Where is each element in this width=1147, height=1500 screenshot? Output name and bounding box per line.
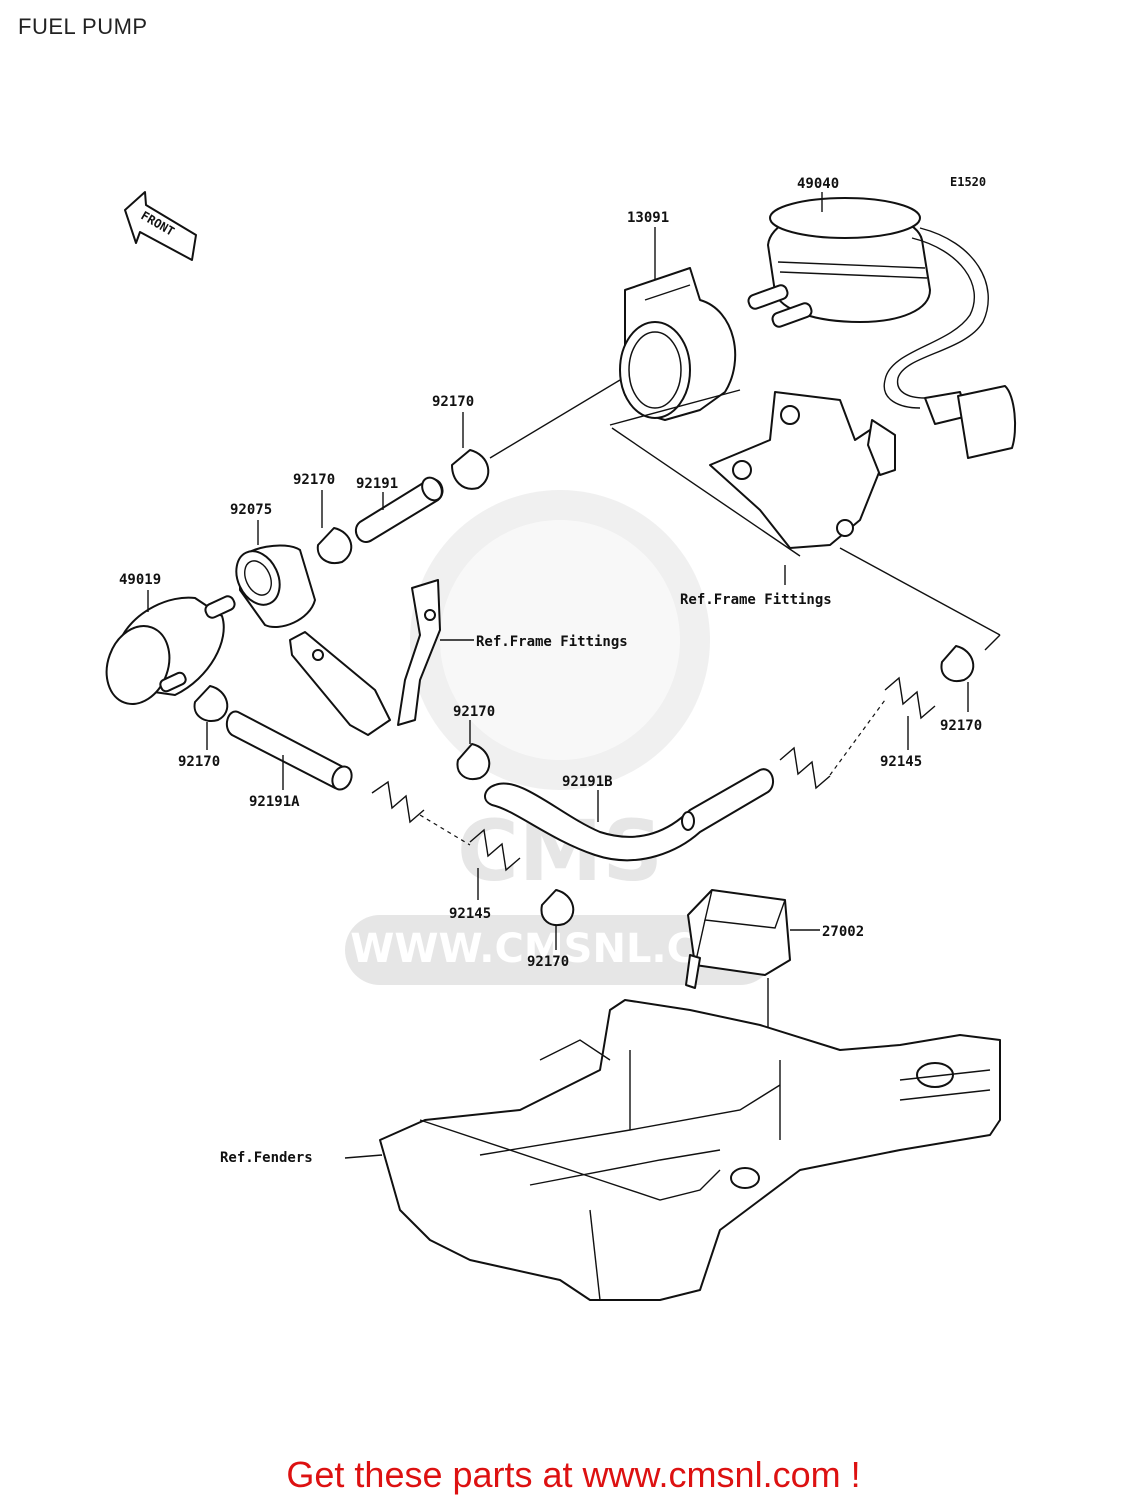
damper-92075[interactable] bbox=[228, 544, 316, 628]
part-label-92191[interactable]: 92191 bbox=[356, 476, 398, 492]
pump-bracket bbox=[709, 391, 896, 549]
footer-shop-link[interactable]: Get these parts at www.cmsnl.com ! bbox=[286, 1454, 861, 1495]
clamp-92170-right[interactable] bbox=[940, 645, 975, 682]
diagram-code: E1520 bbox=[950, 175, 986, 189]
part-label-49040[interactable]: 49040 bbox=[797, 176, 839, 192]
part-label-92145-b[interactable]: 92145 bbox=[880, 754, 922, 770]
part-label-27002[interactable]: 27002 bbox=[822, 924, 864, 940]
part-label-49019[interactable]: 49019 bbox=[119, 572, 161, 588]
part-label-13091[interactable]: 13091 bbox=[627, 210, 669, 226]
hose-92191a[interactable] bbox=[225, 710, 355, 792]
clamp-92170-second[interactable] bbox=[316, 527, 353, 564]
clamp-92170-left[interactable] bbox=[193, 685, 229, 722]
hose-92191b[interactable] bbox=[484, 768, 775, 862]
clamp-92170-bottom[interactable] bbox=[540, 889, 575, 926]
clamp-92170-mid[interactable] bbox=[456, 743, 491, 780]
part-label-92170-e[interactable]: 92170 bbox=[527, 954, 569, 970]
hose-92191[interactable] bbox=[354, 474, 446, 543]
part-label-92145-a[interactable]: 92145 bbox=[449, 906, 491, 922]
part-label-92191a[interactable]: 92191A bbox=[249, 794, 300, 810]
part-label-92170-a[interactable]: 92170 bbox=[432, 394, 474, 410]
fuel-filter-49019[interactable] bbox=[96, 594, 236, 713]
clamp-92170-top[interactable] bbox=[451, 449, 490, 490]
fender-tray bbox=[379, 999, 1001, 1301]
part-label-92170-b[interactable]: 92170 bbox=[293, 472, 335, 488]
part-label-92191b[interactable]: 92191B bbox=[562, 774, 613, 790]
front-arrow-icon: FRONT bbox=[124, 191, 197, 261]
ref-frame-fittings-2[interactable]: Ref.Frame Fittings bbox=[476, 634, 628, 650]
part-label-92170-c[interactable]: 92170 bbox=[178, 754, 220, 770]
holder-13091[interactable] bbox=[619, 267, 737, 421]
fuel-pump-49040[interactable] bbox=[747, 197, 1017, 459]
part-label-92170-f[interactable]: 92170 bbox=[940, 718, 982, 734]
ref-fenders[interactable]: Ref.Fenders bbox=[220, 1150, 313, 1166]
stay-bracket bbox=[289, 579, 441, 736]
spring-92145-right[interactable] bbox=[779, 676, 936, 790]
page-title: FUEL PUMP bbox=[18, 14, 148, 39]
part-label-92075[interactable]: 92075 bbox=[230, 502, 272, 518]
relay-27002[interactable] bbox=[685, 889, 791, 989]
part-label-92170-d[interactable]: 92170 bbox=[453, 704, 495, 720]
spring-92145-left[interactable] bbox=[371, 780, 521, 872]
ref-frame-fittings-1[interactable]: Ref.Frame Fittings bbox=[680, 592, 832, 608]
